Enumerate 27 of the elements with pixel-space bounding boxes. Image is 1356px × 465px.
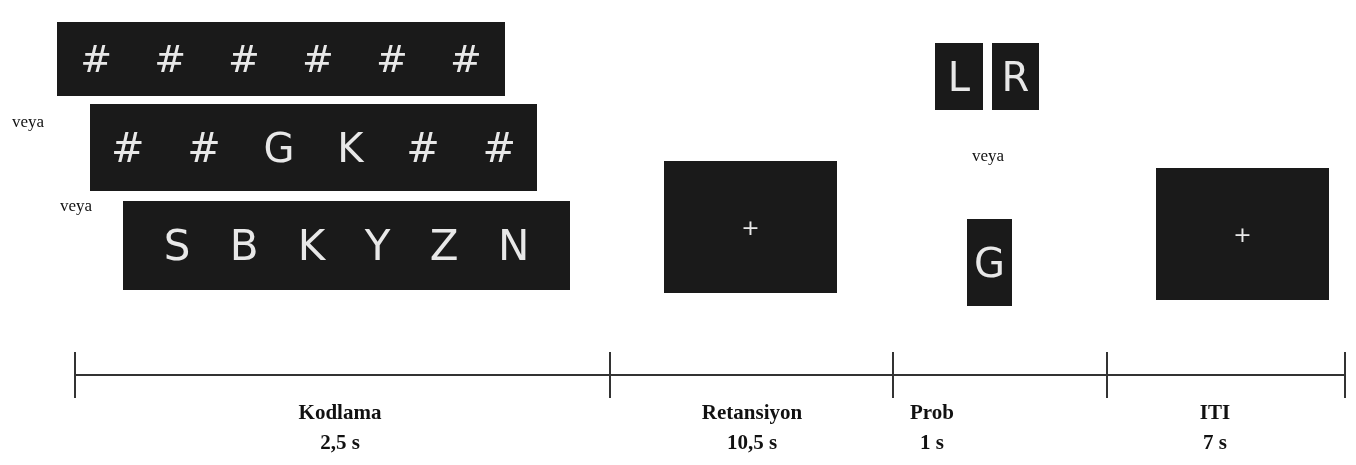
duration-label: 10,5 s bbox=[726, 430, 778, 455]
phase-label: Kodlama bbox=[298, 400, 382, 425]
stimulus-text: G bbox=[974, 239, 1005, 286]
duration-label: 7 s bbox=[1203, 430, 1227, 455]
fixation-screen bbox=[1156, 168, 1329, 300]
or-label: veya bbox=[971, 146, 1005, 166]
stimulus-screen bbox=[992, 43, 1039, 110]
phase-label: Retansiyon bbox=[701, 400, 803, 425]
stimulus-text: S B K Y Z N bbox=[163, 221, 530, 270]
fixation-cross: + bbox=[1233, 221, 1252, 247]
fixation-screen bbox=[664, 161, 837, 293]
phase-label: ITI bbox=[1199, 400, 1231, 425]
stimulus-text: L bbox=[947, 53, 971, 100]
or-label: veya bbox=[11, 112, 45, 132]
stimulus-screen bbox=[90, 104, 537, 191]
stimulus-text: # # G K # # bbox=[111, 124, 516, 171]
fixation-cross: + bbox=[741, 214, 760, 240]
stimulus-screen bbox=[935, 43, 983, 110]
stimulus-text: # # # # # # bbox=[80, 37, 482, 81]
stimulus-screen bbox=[967, 219, 1012, 306]
stimulus-text: R bbox=[1001, 53, 1030, 100]
duration-label: 2,5 s bbox=[320, 430, 360, 455]
stimulus-screen bbox=[57, 22, 505, 96]
phase-label: Prob bbox=[910, 400, 954, 425]
or-label: veya bbox=[59, 196, 93, 216]
stimulus-screen bbox=[123, 201, 570, 290]
duration-label: 1 s bbox=[920, 430, 944, 455]
